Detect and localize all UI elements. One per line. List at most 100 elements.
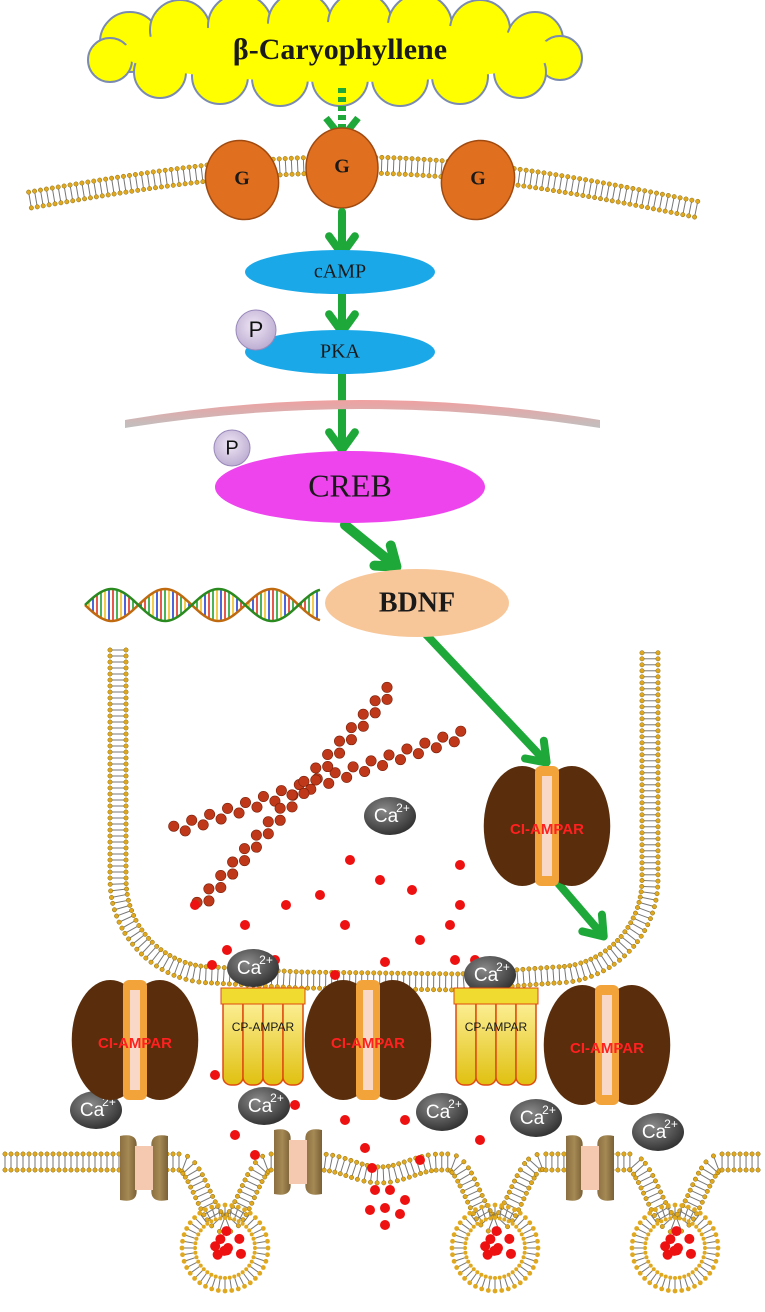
- postsynaptic-membrane-head: [655, 872, 661, 878]
- vesicle-head: [692, 1283, 697, 1289]
- plasma-membrane-top-tail: [28, 193, 32, 207]
- postsynaptic-membrane-head: [655, 788, 661, 794]
- plasma-membrane-top-head: [533, 185, 539, 191]
- plasma-membrane-top-head: [529, 168, 535, 174]
- presynaptic-membrane-head: [621, 1151, 627, 1157]
- vesicle-head: [215, 1203, 221, 1208]
- presynaptic-membrane-head: [44, 1167, 50, 1173]
- glutamate-dot: [367, 1163, 377, 1173]
- postsynaptic-membrane-tail: [276, 971, 279, 986]
- postsynaptic-membrane-head: [413, 970, 419, 976]
- vesicle-head: [222, 1288, 228, 1294]
- presynaptic-membrane-head: [534, 1152, 540, 1158]
- plasma-membrane-top-head: [300, 155, 306, 161]
- postsynaptic-membrane-head: [182, 959, 188, 965]
- postsynaptic-membrane-head: [639, 758, 645, 764]
- postsynaptic-membrane-tail: [641, 896, 656, 901]
- plasma-membrane-top-head: [595, 179, 600, 185]
- plasma-membrane-top-head: [192, 164, 198, 169]
- plasma-membrane-top-head: [662, 208, 668, 214]
- postsynaptic-membrane-head: [520, 966, 526, 972]
- presynaptic-membrane-head: [731, 1151, 737, 1157]
- postsynaptic-membrane-head: [165, 970, 171, 976]
- postsynaptic-membrane-head: [187, 961, 193, 967]
- plasma-membrane-top-head: [79, 180, 85, 186]
- vesicle-head: [685, 1286, 691, 1292]
- postsynaptic-membrane-head: [639, 752, 645, 758]
- presynaptic-membrane-head: [521, 1196, 527, 1202]
- presynaptic-membrane-head: [343, 1173, 349, 1178]
- vesicle-glutamate: [685, 1248, 696, 1259]
- vesicle-head: [236, 1272, 241, 1277]
- presynaptic-membrane-head: [246, 1206, 252, 1212]
- postsynaptic-membrane-head: [655, 818, 661, 824]
- plasma-membrane-top-head: [186, 164, 192, 170]
- postsynaptic-membrane-head: [149, 939, 155, 945]
- postsynaptic-membrane-head: [183, 976, 189, 982]
- presynaptic-membrane-head: [543, 1167, 549, 1173]
- glutamate-dot: [380, 957, 390, 967]
- postsynaptic-membrane-head: [639, 800, 645, 806]
- actin-subunit: [381, 681, 393, 693]
- postsynaptic-membrane-tail: [173, 961, 180, 975]
- plasma-membrane-top-tail: [296, 158, 299, 173]
- presynaptic-membrane-head: [650, 1173, 656, 1178]
- plasma-membrane-top-head: [571, 175, 577, 181]
- plasma-membrane-top-tail: [63, 186, 68, 201]
- presynaptic-membrane-head: [731, 1167, 737, 1173]
- vesicle-head: [227, 1216, 232, 1221]
- plasma-membrane-top-tail: [111, 179, 115, 194]
- plasma-membrane-top-head: [671, 194, 677, 200]
- postsynaptic-membrane-head: [123, 821, 129, 827]
- postsynaptic-membrane-tail: [185, 964, 191, 979]
- g-protein-label: G: [234, 168, 250, 190]
- vesicle-head: [673, 1216, 677, 1220]
- vesicle-head: [651, 1224, 656, 1229]
- dna-strand-b: [84, 587, 321, 623]
- presynaptic-membrane-head: [86, 1167, 92, 1173]
- presynaptic-membrane-head: [561, 1151, 567, 1157]
- presynaptic-membrane-tail: [248, 1174, 262, 1182]
- presynaptic-membrane-head: [249, 1200, 255, 1206]
- arrow-bdnf-to-ampar-head: [521, 736, 551, 767]
- postsynaptic-membrane-head: [642, 928, 648, 934]
- presynaptic-membrane-head: [337, 1171, 343, 1177]
- g-protein: [440, 139, 516, 221]
- vesicle-head: [180, 1238, 185, 1244]
- postsynaptic-membrane-head: [655, 668, 661, 674]
- postsynaptic-membrane-head: [107, 683, 113, 689]
- presynaptic-membrane-head: [474, 1181, 480, 1187]
- presynaptic-membrane-head: [62, 1151, 68, 1157]
- presynaptic-membrane-head: [86, 1151, 92, 1157]
- plasma-membrane-top-tail: [641, 191, 646, 206]
- postsynaptic-membrane-head: [631, 943, 637, 949]
- postsynaptic-membrane-head: [110, 900, 116, 906]
- presynaptic-membrane-tail: [357, 1164, 363, 1179]
- postsynaptic-membrane-head: [395, 970, 401, 976]
- vesicle-head: [630, 1252, 635, 1258]
- presynaptic-membrane-head: [104, 1151, 110, 1157]
- vesicle-head: [634, 1265, 640, 1270]
- presynaptic-membrane-tail: [644, 1186, 658, 1194]
- presynaptic-membrane-head: [68, 1151, 74, 1157]
- vesicle-head: [466, 1259, 471, 1264]
- plasma-membrane-top-tail: [688, 201, 693, 215]
- postsynaptic-membrane-head: [123, 671, 129, 677]
- postsynaptic-membrane-head: [655, 680, 661, 686]
- actin-subunit: [322, 749, 334, 761]
- plasma-membrane-top-tail: [75, 184, 79, 199]
- postsynaptic-membrane-head: [618, 934, 624, 939]
- presynaptic-membrane-tail: [488, 1216, 495, 1231]
- postsynaptic-membrane-tail: [638, 907, 652, 914]
- postsynaptic-membrane-head: [655, 740, 661, 746]
- vesicle-head: [475, 1270, 480, 1275]
- presynaptic-membrane-head: [20, 1167, 26, 1173]
- postsynaptic-membrane-head: [359, 970, 365, 976]
- vesicle-tail: [205, 1210, 211, 1220]
- vesicle-head: [181, 1258, 187, 1264]
- actin-subunit: [275, 785, 287, 797]
- postsynaptic-membrane-tail: [167, 958, 175, 972]
- presynaptic-membrane-tail: [376, 1167, 379, 1182]
- postsynaptic-membrane-head: [123, 773, 129, 779]
- presynaptic-membrane-head: [361, 1178, 367, 1184]
